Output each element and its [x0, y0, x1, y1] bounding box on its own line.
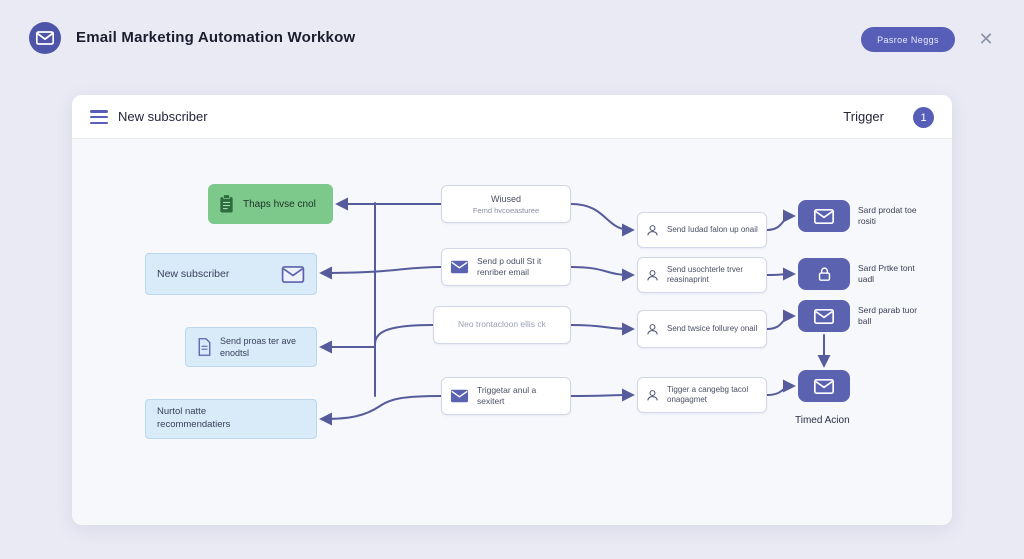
node-title: Wiused	[490, 193, 521, 204]
node-label: New subscriber	[157, 267, 230, 280]
node-label: Triggetar anul a sexitert	[477, 384, 537, 406]
node-new-subscriber[interactable]: New subscriber	[145, 253, 317, 295]
trigger-label: Trigger	[843, 109, 884, 124]
node-send-second-followup[interactable]: Send twsice follurey onail	[637, 310, 767, 348]
node-send-product-email[interactable]: Send p odull St it renriber email	[441, 248, 571, 286]
workflow-canvas[interactable]: Thaps hvse cnol New subscriber Send proa…	[72, 139, 952, 525]
trigger-count-badge: 1	[913, 107, 934, 128]
node-neo-transaction[interactable]: Neo trontacloon ellis ck	[433, 306, 571, 344]
toolbar-label: New subscriber	[118, 109, 208, 124]
envelope-icon	[281, 265, 305, 283]
node-timed-action[interactable]	[798, 370, 850, 402]
node-label: Send p odull St it renriber email	[477, 255, 542, 277]
person-icon	[646, 323, 659, 336]
node-trigger-campaign[interactable]: Tigger a cangebg tacol onagagmet	[637, 377, 767, 413]
node-label: Send usochterle trver reasinaprint	[667, 264, 744, 284]
node-label: Neo trontacloon ellis ck	[458, 319, 546, 330]
timed-action-label: Timed Acion	[795, 415, 850, 426]
node-output-email-1[interactable]	[798, 200, 850, 232]
document-icon	[197, 338, 212, 356]
output-label: Sard prodat toe rositi	[858, 205, 917, 227]
node-nurture-recommendations[interactable]: Nurtol natte recommendatiers	[145, 399, 317, 439]
page-title: Email Marketing Automation Workkow	[76, 29, 356, 46]
close-icon[interactable]: ✕	[975, 28, 997, 50]
node-thanks-email[interactable]: Thaps hvse cnol	[208, 184, 333, 224]
node-label: Send Iudad falon up onail	[667, 224, 758, 234]
node-send-followup-email[interactable]: Send Iudad falon up onail	[637, 212, 767, 248]
workflow-panel: New subscriber Trigger 1	[72, 95, 952, 525]
output-label: Sard Prtke tont uadl	[858, 263, 915, 285]
menu-icon[interactable]	[90, 110, 108, 124]
node-label: Nurtol natte recommendatiers	[157, 406, 231, 430]
envelope-icon	[814, 208, 834, 224]
envelope-icon	[450, 260, 469, 274]
person-icon	[646, 269, 659, 282]
node-send-reassignment[interactable]: Send usochterle trver reasinaprint	[637, 257, 767, 293]
person-icon	[646, 224, 659, 237]
node-send-proas[interactable]: Send proas ter ave enodtsl	[185, 327, 317, 367]
person-icon	[646, 389, 659, 402]
clipboard-icon	[218, 194, 235, 214]
node-label: Thaps hvse cnol	[243, 198, 316, 210]
app-logo	[29, 22, 61, 54]
envelope-icon	[814, 378, 834, 394]
envelope-icon	[450, 389, 469, 403]
envelope-icon	[36, 31, 54, 45]
parse-nodes-button[interactable]: Pasroe Neggs	[861, 27, 955, 52]
node-label: Send proas ter ave enodtsl	[220, 335, 297, 358]
node-label: Tigger a cangebg tacol onagagmet	[667, 384, 749, 404]
envelope-icon	[814, 308, 834, 324]
panel-header: New subscriber Trigger 1	[72, 95, 952, 139]
node-trigger-sequence[interactable]: Triggetar anul a sexitert	[441, 377, 571, 415]
node-subtitle: Femd hvcoeasturee	[472, 205, 540, 215]
node-text: Wiused Femd hvcoeasturee	[450, 194, 562, 215]
node-wiused[interactable]: Wiused Femd hvcoeasturee	[441, 185, 571, 223]
output-label: Serd parab tuor ball	[858, 305, 918, 327]
node-output-email-2[interactable]	[798, 300, 850, 332]
node-label: Send twsice follurey onail	[667, 323, 758, 333]
node-output-lock[interactable]	[798, 258, 850, 290]
lock-icon	[816, 266, 833, 283]
